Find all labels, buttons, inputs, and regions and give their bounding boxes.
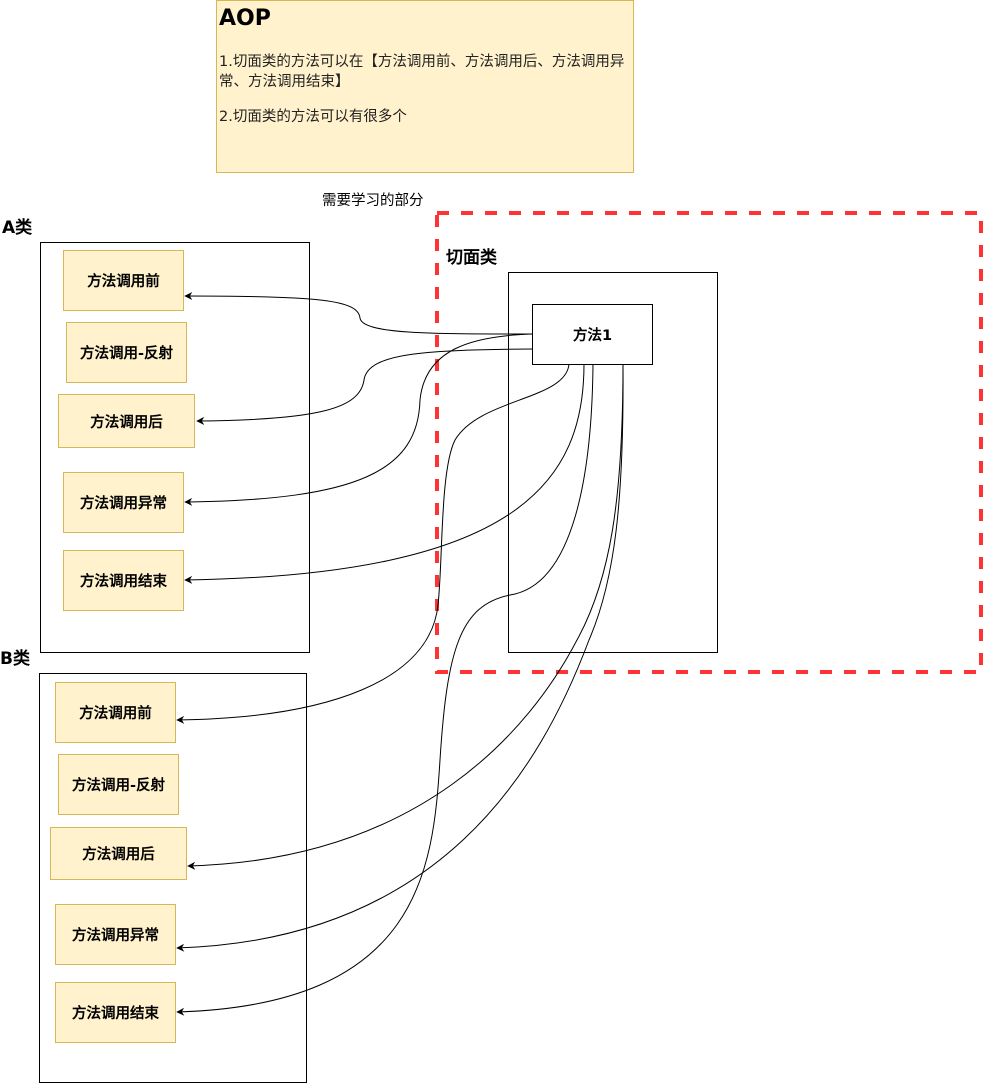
connector-method1-to-a-exception — [184, 333, 533, 506]
note-line-1: 1.切面类的方法可以在【方法调用前、方法调用后、方法调用异常、方法调用结束】 — [219, 54, 625, 90]
class-a-method-before: 方法调用前 — [63, 250, 184, 311]
note-title: AOP — [219, 6, 271, 31]
connector-method1-to-b-end — [176, 363, 594, 1016]
class-a-method-after: 方法调用后 — [58, 394, 195, 448]
class-a-label: A类 — [2, 218, 33, 238]
class-b-method-after: 方法调用后 — [50, 827, 187, 880]
highlight-region-dashed-border — [435, 211, 983, 674]
connector-method1-to-b-after — [187, 363, 624, 870]
class-b-method-reflection: 方法调用-反射 — [58, 754, 179, 815]
connector-method1-to-a-after — [196, 348, 533, 425]
method-label: 方法调用结束 — [72, 1006, 159, 1022]
method-label: 方法调用-反射 — [71, 778, 166, 794]
method-label: 方法调用后 — [82, 847, 155, 863]
connector-method1-to-b-before — [176, 363, 570, 724]
method-label: 方法调用异常 — [80, 496, 167, 512]
method-label: 方法调用异常 — [72, 928, 159, 944]
aspect-class-label: 切面类 — [446, 248, 497, 268]
highlight-region-label: 需要学习的部分 — [322, 193, 424, 209]
class-b-method-end: 方法调用结束 — [55, 982, 176, 1043]
class-a-method-end: 方法调用结束 — [63, 550, 184, 611]
class-b-label: B类 — [0, 649, 30, 669]
method-label: 方法调用后 — [90, 414, 163, 431]
method-label: 方法调用前 — [87, 274, 160, 290]
class-a-method-exception: 方法调用异常 — [63, 472, 184, 533]
note-line-2: 2.切面类的方法可以有很多个 — [219, 109, 407, 125]
class-a-method-reflection: 方法调用-反射 — [66, 322, 187, 383]
aop-note: AOP 1.切面类的方法可以在【方法调用前、方法调用后、方法调用异常、方法调用结… — [216, 0, 634, 173]
class-b-method-before: 方法调用前 — [55, 682, 176, 743]
method-label: 方法调用结束 — [80, 574, 167, 590]
class-b-method-exception: 方法调用异常 — [55, 904, 176, 965]
method-label: 方法调用-反射 — [79, 346, 174, 362]
aspect-method-box: 方法1 — [532, 304, 653, 365]
connector-method1-to-a-before — [184, 292, 533, 335]
connector-method1-to-a-end — [184, 363, 585, 584]
aspect-method-label: 方法1 — [572, 328, 613, 344]
connector-method1-to-b-exception — [176, 363, 624, 952]
method-label: 方法调用前 — [79, 706, 152, 722]
